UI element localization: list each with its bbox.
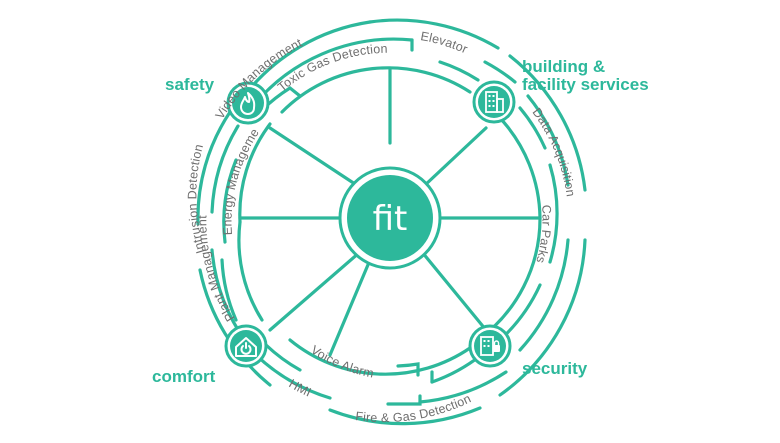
center-label: fit <box>373 199 408 239</box>
category-building-line1: building & <box>522 57 605 76</box>
ring-label-voice-alarm: Voice Alarm <box>308 343 375 381</box>
secure-building-icon <box>480 336 500 356</box>
node-building <box>472 80 516 124</box>
category-security: security <box>522 359 588 378</box>
category-safety: safety <box>165 75 215 94</box>
node-safety <box>226 81 270 125</box>
node-comfort <box>224 324 268 368</box>
building-icon <box>485 91 504 113</box>
home-power-icon <box>235 337 257 357</box>
category-labels: safety building & facility services comf… <box>152 57 649 386</box>
spokes <box>238 66 542 357</box>
node-security <box>468 324 512 368</box>
ring-lines <box>196 18 587 426</box>
category-comfort: comfort <box>152 367 216 386</box>
flame-icon <box>240 92 256 115</box>
svg-text:Elevator: Elevator <box>419 29 469 56</box>
svg-text:Voice Alarm: Voice Alarm <box>308 343 375 381</box>
center-hub: fit <box>338 166 442 270</box>
category-building-line2: facility services <box>522 75 649 94</box>
ring-label-elevator: Elevator <box>419 29 469 56</box>
